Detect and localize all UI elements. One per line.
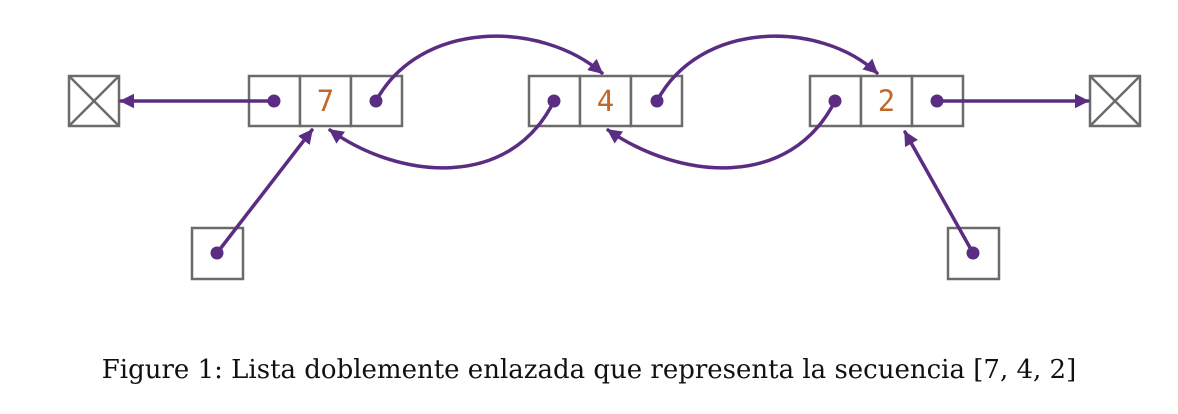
prev-arrow-node-4-to-node-7 (328, 99, 556, 170)
next-arrow-node-4-to-node-2 (655, 34, 879, 103)
null-terminator-left (67, 74, 121, 128)
pointer-dot (210, 246, 224, 260)
null-terminator-right (1088, 74, 1142, 128)
pointer-dot (369, 94, 383, 108)
node-value: 7 (317, 84, 334, 118)
pointer-dot (828, 94, 842, 108)
pointer-dot (966, 246, 980, 260)
pointer-dot (650, 94, 664, 108)
pointer-dot (930, 94, 944, 108)
value-cell (578, 74, 633, 128)
tail-pointer-box (946, 226, 1001, 281)
tail-arrow-to-node-2 (903, 130, 975, 255)
head-arrow-to-node-7 (215, 128, 314, 255)
pointer-dot (267, 94, 281, 108)
value-cell (298, 74, 353, 128)
figure-caption: Figure 1: Lista doblemente enlazada que … (101, 355, 1077, 385)
node-value: 4 (597, 84, 614, 118)
prev-arrow-node-2-to-node-4 (606, 99, 837, 170)
value-cell (859, 74, 914, 128)
next-arrow-node-7-to-node-4 (374, 34, 604, 103)
node-value: 2 (878, 84, 895, 118)
pointer-dot (547, 94, 561, 108)
